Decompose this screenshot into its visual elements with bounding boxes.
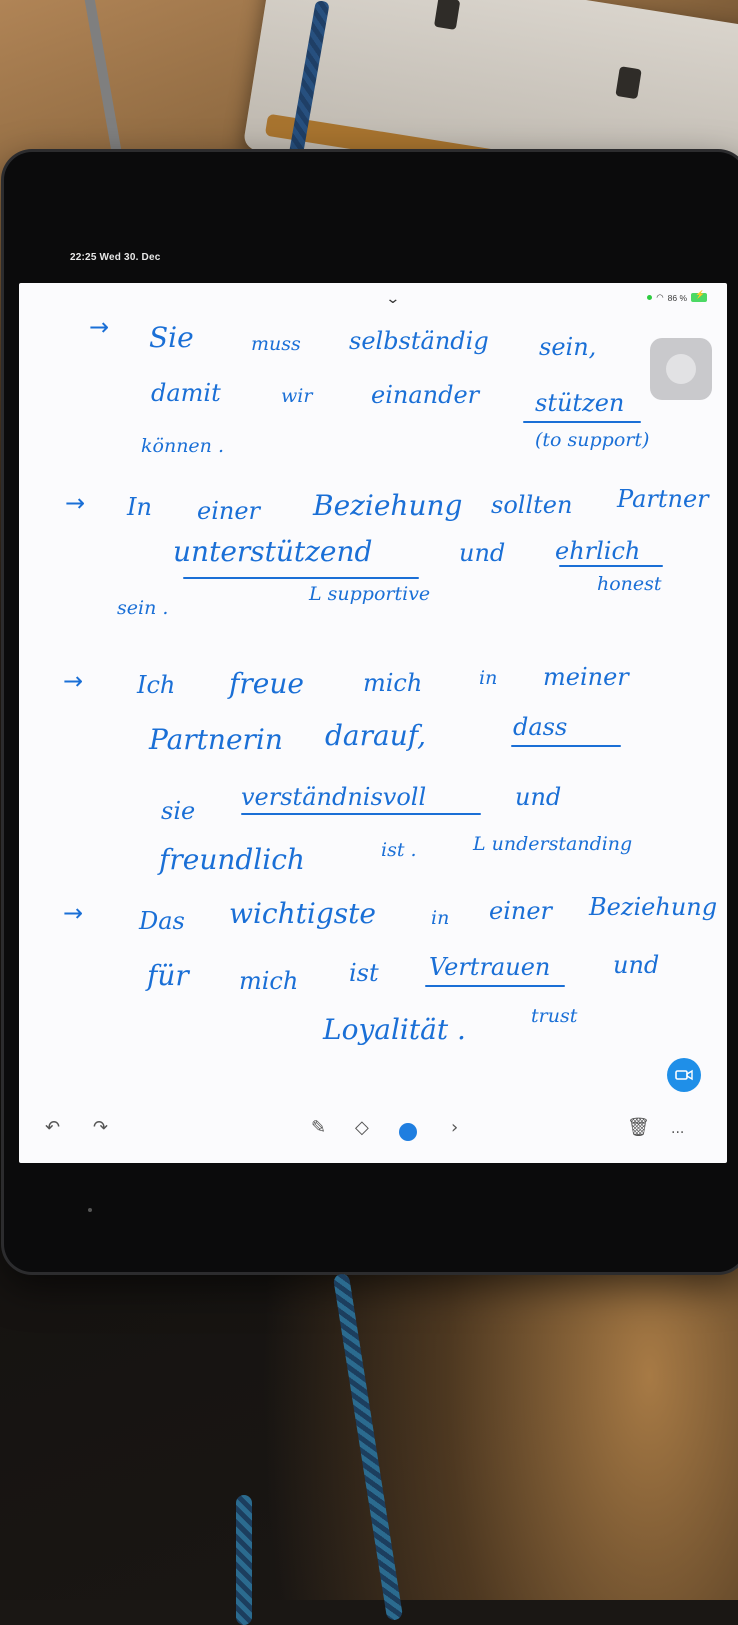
note-word: Ich: [137, 671, 176, 699]
note-word: In: [127, 493, 152, 521]
blue-cable-bottom-2: [236, 1495, 252, 1625]
note-word: selbständig: [349, 327, 489, 355]
pencil-icon[interactable]: ✎: [311, 1117, 327, 1138]
note-word: und: [459, 539, 506, 567]
note-annotation: L supportive: [309, 583, 431, 605]
note-word: unterstützend: [173, 535, 373, 568]
notes-screen[interactable]: ⌄ ◠ 86 % → Sie muss selbständig sein, da…: [19, 283, 727, 1163]
note-annotation: (to support): [535, 429, 650, 451]
note-word: wir: [281, 385, 313, 407]
more-icon[interactable]: ...: [671, 1121, 685, 1137]
wifi-icon: ◠: [656, 292, 664, 302]
note-word: freundlich: [159, 843, 305, 876]
note-word: verständnisvoll: [241, 783, 427, 811]
arrow-bullet: →: [63, 899, 84, 927]
note-word: damit: [151, 379, 221, 407]
note-word: Partner: [617, 485, 709, 513]
note-word: dass: [513, 713, 568, 741]
arrow-bullet: →: [63, 667, 84, 695]
note-word: muss: [251, 333, 301, 355]
note-word: können .: [141, 435, 224, 457]
note-word: sein .: [117, 597, 169, 619]
arrow-bullet: →: [89, 313, 110, 341]
redo-icon[interactable]: ↷: [93, 1117, 109, 1138]
note-word: sein,: [539, 333, 597, 361]
note-word: und: [613, 951, 660, 979]
assistive-touch-button[interactable]: [650, 338, 712, 400]
note-word: einer: [489, 897, 553, 925]
note-word: sie: [161, 797, 196, 825]
chevron-right-icon[interactable]: ›: [451, 1117, 459, 1138]
note-word: stützen: [535, 389, 625, 417]
chevron-down-icon[interactable]: ⌄: [385, 291, 401, 307]
note-word: Beziehung: [313, 489, 463, 522]
note-word: mich: [363, 669, 423, 697]
eraser-icon[interactable]: ◇: [355, 1117, 369, 1138]
note-word: freue: [229, 667, 304, 700]
status-indicators: ◠ 86 %: [647, 290, 707, 303]
note-word: Sie: [149, 321, 194, 354]
note-annotation: honest: [597, 573, 662, 595]
note-annotation: L understanding: [473, 833, 633, 855]
drawing-toolbar: ↶ ↷ ✎ ◇ › 🗑 ...: [19, 1111, 727, 1151]
note-word: sollten: [491, 491, 573, 519]
note-word: in: [431, 907, 450, 929]
note-word: Vertrauen: [429, 953, 551, 981]
note-word: wichtigste: [229, 897, 376, 930]
status-time-date: 22:25 Wed 30. Dec: [70, 252, 161, 263]
note-word: und: [515, 783, 562, 811]
note-word: meiner: [543, 663, 629, 691]
note-word: Loyalität .: [323, 1013, 466, 1046]
note-word: einer: [197, 497, 261, 525]
arrow-bullet: →: [65, 489, 86, 517]
note-annotation: trust: [531, 1005, 578, 1027]
home-indicator-light: [88, 1208, 92, 1212]
note-word: in: [479, 667, 498, 689]
note-word: mich: [239, 967, 299, 995]
camera-icon[interactable]: [667, 1058, 701, 1092]
note-word: für: [147, 959, 189, 992]
note-word: Beziehung: [589, 893, 718, 921]
note-word: einander: [371, 381, 480, 409]
note-word: ehrlich: [555, 537, 641, 565]
battery-icon: [691, 290, 707, 302]
note-word: Partnerin: [149, 723, 283, 756]
color-dot[interactable]: [399, 1123, 417, 1141]
trash-icon[interactable]: 🗑: [627, 1117, 650, 1138]
undo-icon[interactable]: ↶: [45, 1117, 61, 1138]
note-word: Das: [139, 907, 185, 935]
note-word: darauf,: [325, 719, 426, 752]
privacy-dot: [647, 295, 653, 300]
note-word: ist .: [381, 839, 417, 861]
note-word: ist: [349, 959, 379, 987]
battery-percent: 86 %: [667, 292, 687, 303]
